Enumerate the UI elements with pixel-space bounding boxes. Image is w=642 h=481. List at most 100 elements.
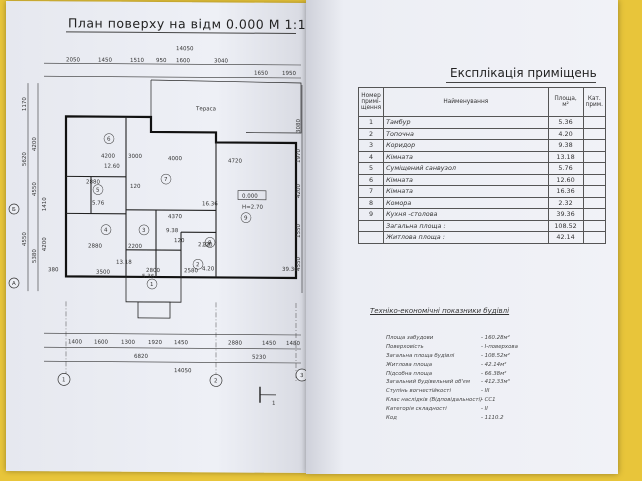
- inner-dim-2: 3000: [128, 154, 142, 160]
- inner-dim-5: 2880: [86, 180, 100, 186]
- row-area: 16.36: [547, 185, 584, 198]
- tep-list: Площа забудови- 160.28м² Поверховість- I…: [386, 335, 518, 424]
- area-room-2: 4.20: [202, 266, 215, 272]
- row-num: 2: [357, 127, 385, 140]
- row-num: 9: [357, 208, 385, 221]
- room-2: 2: [196, 262, 199, 268]
- list-item: Поверховість- I-поверхова: [386, 343, 518, 350]
- list-item: Житлова площа- 42.14м²: [386, 361, 507, 368]
- axis-b: Б: [12, 207, 16, 213]
- list-item: Код- 1110.2: [386, 415, 504, 422]
- tep-title: Техніко-економічні показники будівлі: [370, 307, 510, 315]
- row-name: Коридор: [383, 139, 549, 152]
- terrace-label: Тераса: [195, 106, 216, 112]
- row-area: 9.38: [547, 139, 584, 152]
- area-room-1: 5.36: [142, 274, 155, 280]
- room-5: 5: [96, 188, 100, 194]
- header-num: Номер примі-щення: [357, 87, 385, 117]
- inner-dim-7: 2880: [88, 244, 102, 250]
- elevation-mark: 0.000: [242, 194, 258, 200]
- row-area: 42.14: [547, 231, 584, 244]
- explication-title: Експлікація приміщень: [450, 66, 597, 80]
- dim-bottom-4: 1920: [148, 340, 162, 346]
- dim-left-8: 5380: [32, 249, 38, 264]
- table-row-living: Житлова площа :42.14: [357, 231, 607, 244]
- list-item: Категорія складності- II: [386, 406, 488, 413]
- room-9: 9: [244, 216, 248, 222]
- dim-right-4: 4200: [296, 183, 302, 198]
- inner-dim-6: 4370: [168, 214, 182, 220]
- right-page-explication: Експлікація приміщень Номер примі-щення …: [306, 0, 618, 474]
- inner-dim-12: 120: [130, 184, 141, 190]
- dim-bottom-6: 2880: [228, 341, 242, 347]
- axis-1: 1: [62, 377, 65, 383]
- dim-left-4: 4550: [32, 182, 38, 197]
- list-item: Загальна площа будівлі- 108.52м²: [386, 352, 510, 359]
- table-header-row: Номер примі-щення Найменування Площа, м²…: [357, 87, 607, 117]
- left-page-floor-plan: План поверху на відм 0.000 М 1:100 Терас…: [6, 0, 306, 474]
- header-area: Площа, м²: [547, 87, 584, 117]
- room-7: 7: [164, 177, 168, 183]
- dim-top-5: 1600: [176, 58, 190, 64]
- row-name: Топочна: [383, 127, 549, 140]
- row-num: 7: [357, 185, 385, 198]
- row-name: Загальна площа :: [383, 219, 549, 232]
- explication-underline: [446, 82, 596, 83]
- area-room-8: 2.32: [198, 242, 210, 248]
- list-item: Ступінь вогнестійкості- III: [386, 388, 490, 395]
- area-room-5: 5.76: [92, 201, 105, 207]
- list-item: Загальний будівельний об'єм- 412.33м³: [386, 379, 510, 386]
- dim-bottom-total-b: 5230: [252, 355, 266, 361]
- dim-bottom-total: 14050: [174, 368, 192, 374]
- dim-bottom-8: 1480: [286, 341, 300, 347]
- row-area: 12.60: [547, 173, 584, 186]
- floor-plan-drawing: Тераса: [8, 46, 306, 407]
- axis-a: А: [12, 281, 16, 287]
- inner-dim-11: 2580: [184, 268, 198, 274]
- dim-bottom-1: 1400: [68, 339, 82, 345]
- row-area: 2.32: [547, 196, 584, 209]
- list-item: Клас наслідків (Відповідальності)- СС1: [386, 397, 496, 404]
- dim-left-7: 4550: [22, 232, 28, 247]
- section-mark: 1: [272, 401, 275, 407]
- row-area: 5.36: [547, 116, 584, 129]
- room-1: 1: [150, 282, 153, 288]
- inner-dim-8: 2200: [128, 244, 142, 250]
- row-num: 5: [357, 162, 385, 175]
- height-mark: Н=2.70: [242, 205, 263, 211]
- dim-left-2: 5620: [22, 152, 28, 167]
- dim-right-6: 1550: [296, 223, 302, 238]
- area-room-4: 13.18: [116, 260, 132, 266]
- dim-bottom-2: 1600: [94, 340, 108, 346]
- dim-bottom-total-a: 6820: [134, 354, 148, 360]
- row-name: Суміщений санвузол: [383, 162, 549, 175]
- area-room-9: 39.36: [282, 267, 298, 273]
- dim-bottom-5: 1450: [174, 340, 188, 346]
- row-area: 5.76: [547, 162, 584, 175]
- dim-top-2: 1450: [98, 58, 112, 64]
- inner-dim-13: 120: [174, 238, 185, 244]
- explication-table: Номер примі-щення Найменування Площа, м²…: [357, 87, 607, 244]
- axis-2: 2: [214, 378, 217, 384]
- row-num: 3: [357, 139, 385, 152]
- row-area: 39.36: [547, 208, 584, 221]
- inner-dim-4: 4720: [228, 159, 242, 165]
- room-3: 3: [142, 228, 146, 234]
- inner-dim-1: 4200: [101, 154, 115, 160]
- dim-right-2: 3080: [296, 118, 302, 133]
- row-name: Кімната: [383, 150, 549, 163]
- dim-bottom-7: 1450: [262, 341, 276, 347]
- room-4: 4: [104, 228, 108, 234]
- row-num: 4: [357, 150, 385, 163]
- row-name: Кімната: [383, 185, 549, 198]
- room-8: 8: [208, 240, 212, 246]
- row-num: 1: [357, 116, 385, 129]
- row-name: Тамбур: [383, 116, 549, 129]
- dim-left-9: 380: [48, 267, 59, 273]
- dim-left-1: 1170: [22, 97, 28, 112]
